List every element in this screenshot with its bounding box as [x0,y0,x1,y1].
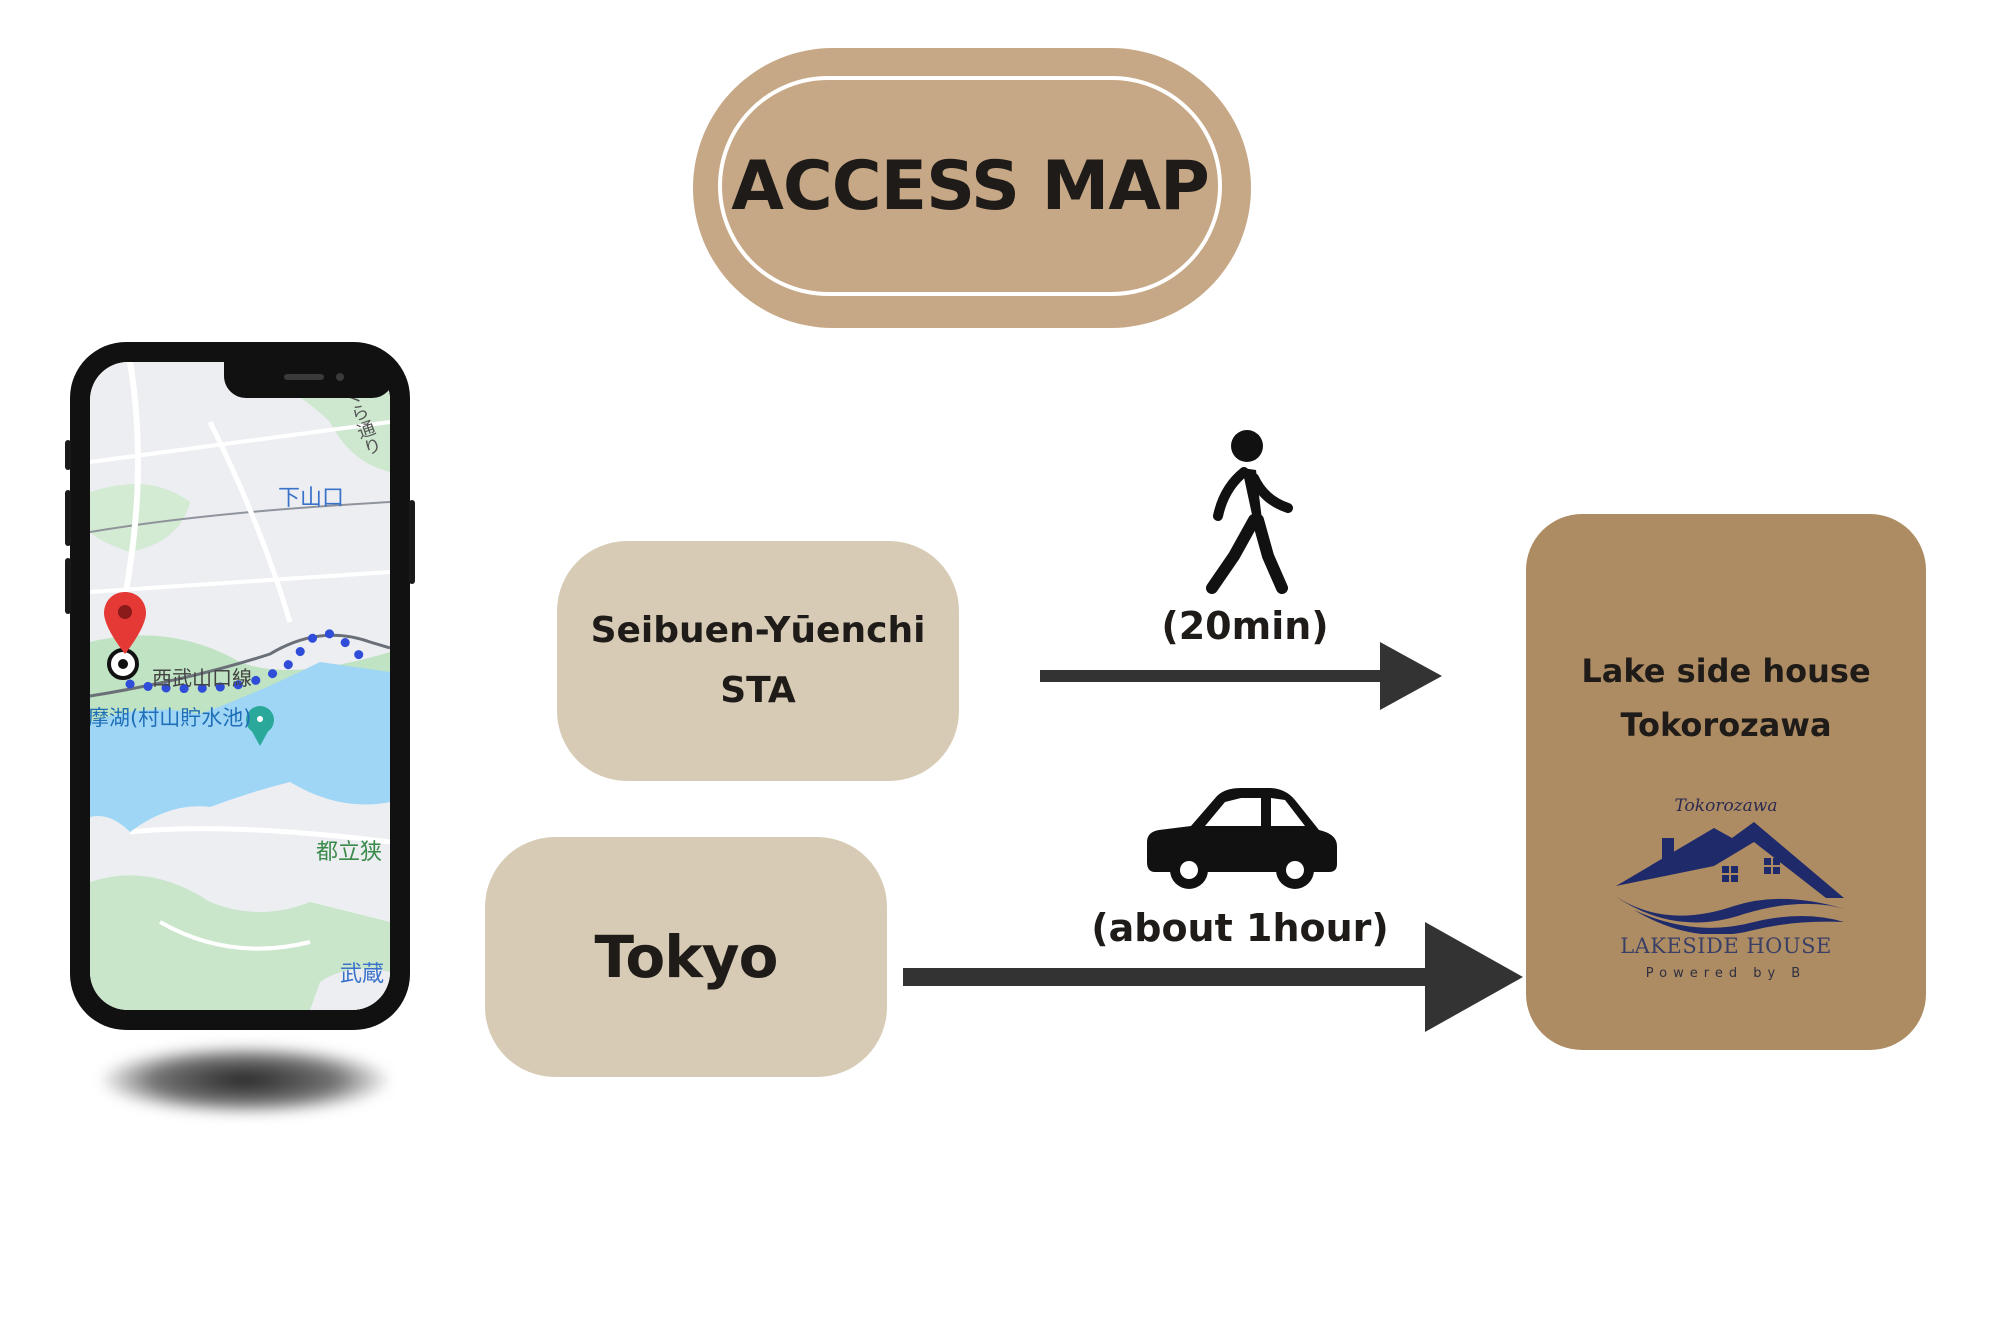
map-label-station: 下山口 [278,486,345,511]
house-logo-icon [1612,822,1848,934]
walking-person-icon [1206,430,1293,594]
destination-city: Tokorozawa [1620,706,1832,744]
walk-arrow [1040,642,1442,710]
destination-label: Lake side house Tokorozawa [1526,644,1926,752]
origin-tokyo-box: Tokyo [485,837,887,1077]
page-title: ACCESS MAP [731,146,1210,226]
origin-station-box: Seibuen-Yūenchi STA [557,541,959,781]
destination-name: Lake side house [1581,652,1871,690]
map-label-railway: 西武山口線 [152,666,252,690]
phone-notch [224,360,394,398]
destination-box: Lake side house Tokorozawa Tokorozawa LA… [1526,514,1926,1050]
title-pill: ACCESS MAP [693,48,1251,328]
phone-shadow [100,1045,390,1115]
station-suffix: STA [720,670,796,711]
phone-speaker [284,374,324,380]
phone-power-button [409,500,415,584]
walk-time-label: (20min) [1161,604,1329,648]
phone-mute-button [65,440,71,470]
logo-tagline-text: Powered by B [1645,966,1807,981]
station-name: Seibuen-Yūenchi [590,610,926,651]
phone-camera [336,373,344,381]
map-label-lake: 摩湖(村山貯水池) [90,706,252,730]
map-label-park: 都立狭 [316,840,383,865]
phone-device: さくら通り 下山口 西武山口線 摩湖(村山貯水池) 都立狭 武蔵 [65,342,415,1030]
title-pill-inner-border: ACCESS MAP [718,76,1222,296]
phone-screen-map: さくら通り 下山口 西武山口線 摩湖(村山貯水池) 都立狭 武蔵 [90,362,390,1010]
origin-station-label: Seibuen-Yūenchi STA [591,601,926,721]
car-time-label: (about 1hour) [1091,906,1389,950]
origin-tokyo-label: Tokyo [594,923,779,991]
logo-script-text: Tokorozawa [1674,796,1778,816]
car-arrow [903,922,1523,1032]
map-illustration [90,362,390,1010]
map-pin-icon [104,592,146,654]
car-icon [1147,788,1337,889]
logo-name-text: LAKESIDE HOUSE [1620,934,1832,958]
map-label-musashi: 武蔵 [340,962,385,987]
phone-volume-up-button [65,490,71,546]
phone-volume-down-button [65,558,71,614]
